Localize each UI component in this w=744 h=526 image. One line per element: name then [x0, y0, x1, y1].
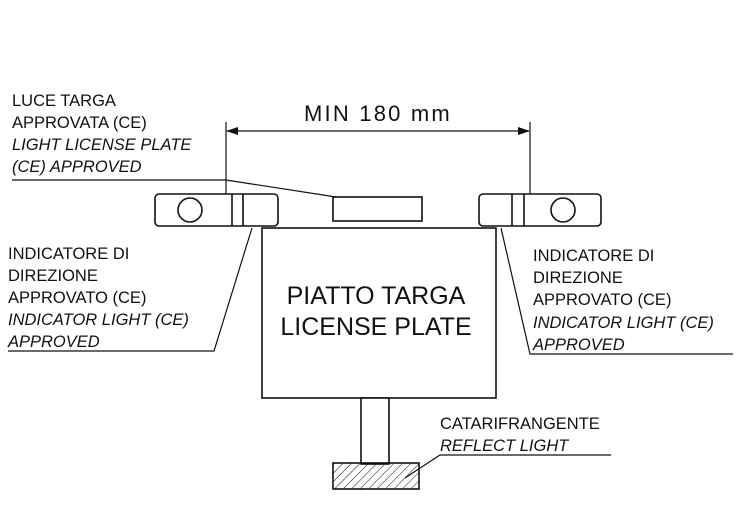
left-indicator-lens-icon: [177, 197, 203, 223]
leader-reflector: [404, 454, 611, 479]
license-light-it-2: APPROVATA (CE): [12, 114, 147, 132]
indicator-left-it-2: DIREZIONE: [8, 267, 98, 285]
plate-label-italian: PIATTO TARGA: [287, 282, 466, 310]
license-plate-box: [261, 227, 497, 399]
reflector-label: CATARIFRANGENTE REFLECT LIGHT: [440, 415, 600, 455]
indicator-right-it-3: APPROVATO (CE): [533, 291, 671, 309]
indicator-left-label: INDICATORE DI DIREZIONE APPROVATO (CE) I…: [7, 245, 189, 351]
left-indicator-light: [154, 193, 279, 227]
plate-label-english: LICENSE PLATE: [280, 313, 471, 341]
leader-indicator-left: [8, 227, 253, 352]
support-stem: [360, 397, 390, 465]
license-plate-light: [332, 196, 423, 222]
indicator-right-it-1: INDICATORE DI: [533, 247, 654, 265]
right-indicator-lens-icon: [550, 197, 576, 223]
reflector-hatched: [332, 462, 420, 490]
leader-indicator-right: [500, 227, 733, 355]
indicator-left-it-1: INDICATORE DI: [8, 245, 129, 263]
leader-license-light: [12, 179, 337, 198]
indicator-left-en-1: INDICATOR LIGHT (CE): [8, 311, 189, 329]
dimension-line-group: MIN 180 mm: [225, 101, 531, 212]
indicator-right-en-1: INDICATOR LIGHT (CE): [533, 314, 714, 332]
reflector-en-1: REFLECT LIGHT: [440, 437, 570, 455]
right-indicator-light: [478, 193, 602, 227]
license-light-label: LUCE TARGA APPROVATA (CE) LIGHT LICENSE …: [12, 92, 192, 176]
indicator-right-it-2: DIREZIONE: [533, 269, 623, 287]
indicator-right-label: INDICATORE DI DIREZIONE APPROVATO (CE) I…: [532, 247, 714, 354]
reflector-it-1: CATARIFRANGENTE: [440, 415, 600, 433]
license-light-en-1: LIGHT LICENSE PLATE: [12, 136, 192, 154]
indicator-left-it-3: APPROVATO (CE): [8, 289, 146, 307]
license-light-en-2: (CE) APPROVED: [12, 158, 142, 176]
license-light-it-1: LUCE TARGA: [12, 92, 116, 110]
indicator-right-en-2: APPROVED: [532, 336, 625, 354]
indicator-left-en-2: APPROVED: [7, 333, 100, 351]
dimension-label: MIN 180 mm: [304, 101, 452, 126]
